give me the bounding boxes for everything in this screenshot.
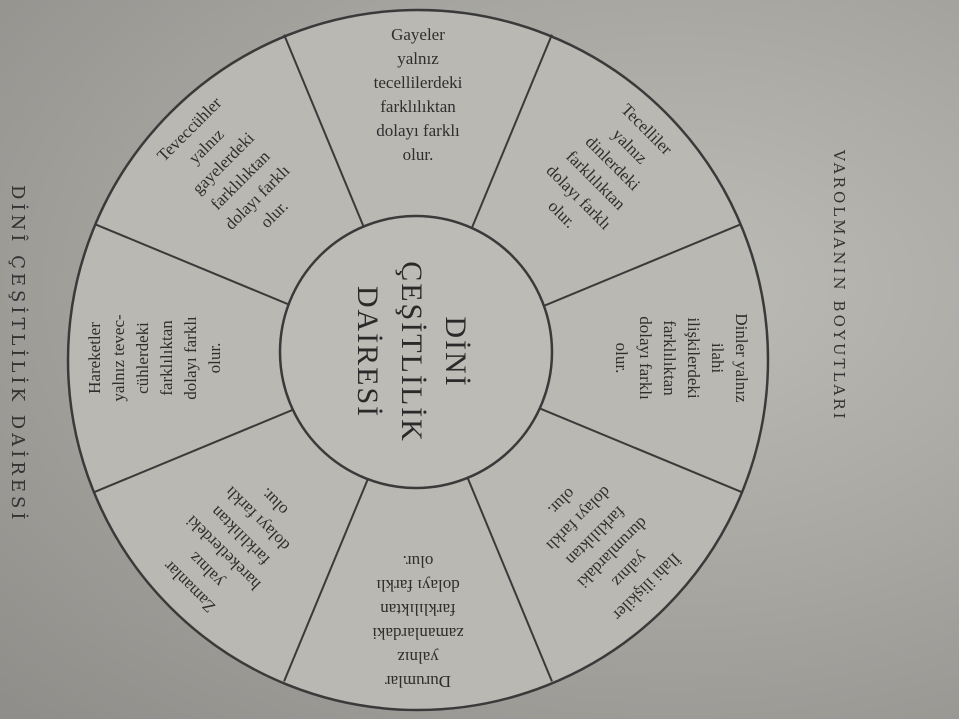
center-title-line: ÇEŞİTLİLİK xyxy=(395,261,428,443)
segment-text-line: dolayı farklı xyxy=(181,316,200,400)
segment-text-line: olur. xyxy=(612,343,631,374)
segment-text-line: yalnız tevec- xyxy=(109,314,128,402)
segment: Hareketler yalnız tevec-cühlerdeki farklıl… xyxy=(85,314,224,402)
segment: Gayeler yalnız tecellilerdeki farklılıktan d… xyxy=(374,25,463,164)
segment-divider xyxy=(283,470,373,682)
segment-text-line: olur. xyxy=(403,552,434,571)
segment: Durumlar yalnız zamanlardaki farklılıktan do… xyxy=(372,552,464,691)
segment-text-line: Gayeler xyxy=(391,25,445,44)
center-title-line: DİNİ xyxy=(439,316,472,387)
segment-text-line: farklılıktan xyxy=(660,320,679,396)
inner-circle xyxy=(278,214,554,490)
segment: Dinler yalnız ilahi ilişkilerdeki farklılık… xyxy=(612,313,751,403)
segment-text-line: ilişkilerdeki xyxy=(684,317,703,398)
segment-text-line: dolayı farklı xyxy=(376,576,460,595)
segment-text-line: farklılıktan xyxy=(380,97,456,116)
segment-text-line: zamanlardaki xyxy=(372,624,464,643)
segment-text-line: cühlerdeki xyxy=(133,322,152,394)
segment-text-line: farklılıktan xyxy=(380,600,456,619)
segment-divider xyxy=(94,403,306,493)
segment-text-line: dolayı farklı xyxy=(376,121,460,140)
segment-text-line: ilahi xyxy=(708,343,727,373)
segment-text-line: Durumlar xyxy=(385,672,451,691)
segment-divider xyxy=(283,34,373,246)
segment-text-line: yalnız xyxy=(397,648,439,667)
segment-text-line: yalnız xyxy=(397,49,439,68)
segment-text-line: Dinler yalnız xyxy=(732,313,751,403)
segment-divider xyxy=(530,403,742,493)
segment-text-line: farklılıktan xyxy=(157,320,176,396)
center-title-line: DAİRESİ xyxy=(351,286,384,418)
segment-text-line: tecellilerdeki xyxy=(374,73,463,92)
segment-text-line: dolayı farklı xyxy=(636,316,655,400)
segment-divider xyxy=(463,470,553,682)
segment-divider xyxy=(530,223,742,313)
segment-text-line: Hareketler xyxy=(85,322,104,394)
segment-divider xyxy=(463,34,553,246)
segment-text-line: olur. xyxy=(205,343,224,374)
segment-divider xyxy=(94,223,306,313)
segment-text-line: olur. xyxy=(403,145,434,164)
